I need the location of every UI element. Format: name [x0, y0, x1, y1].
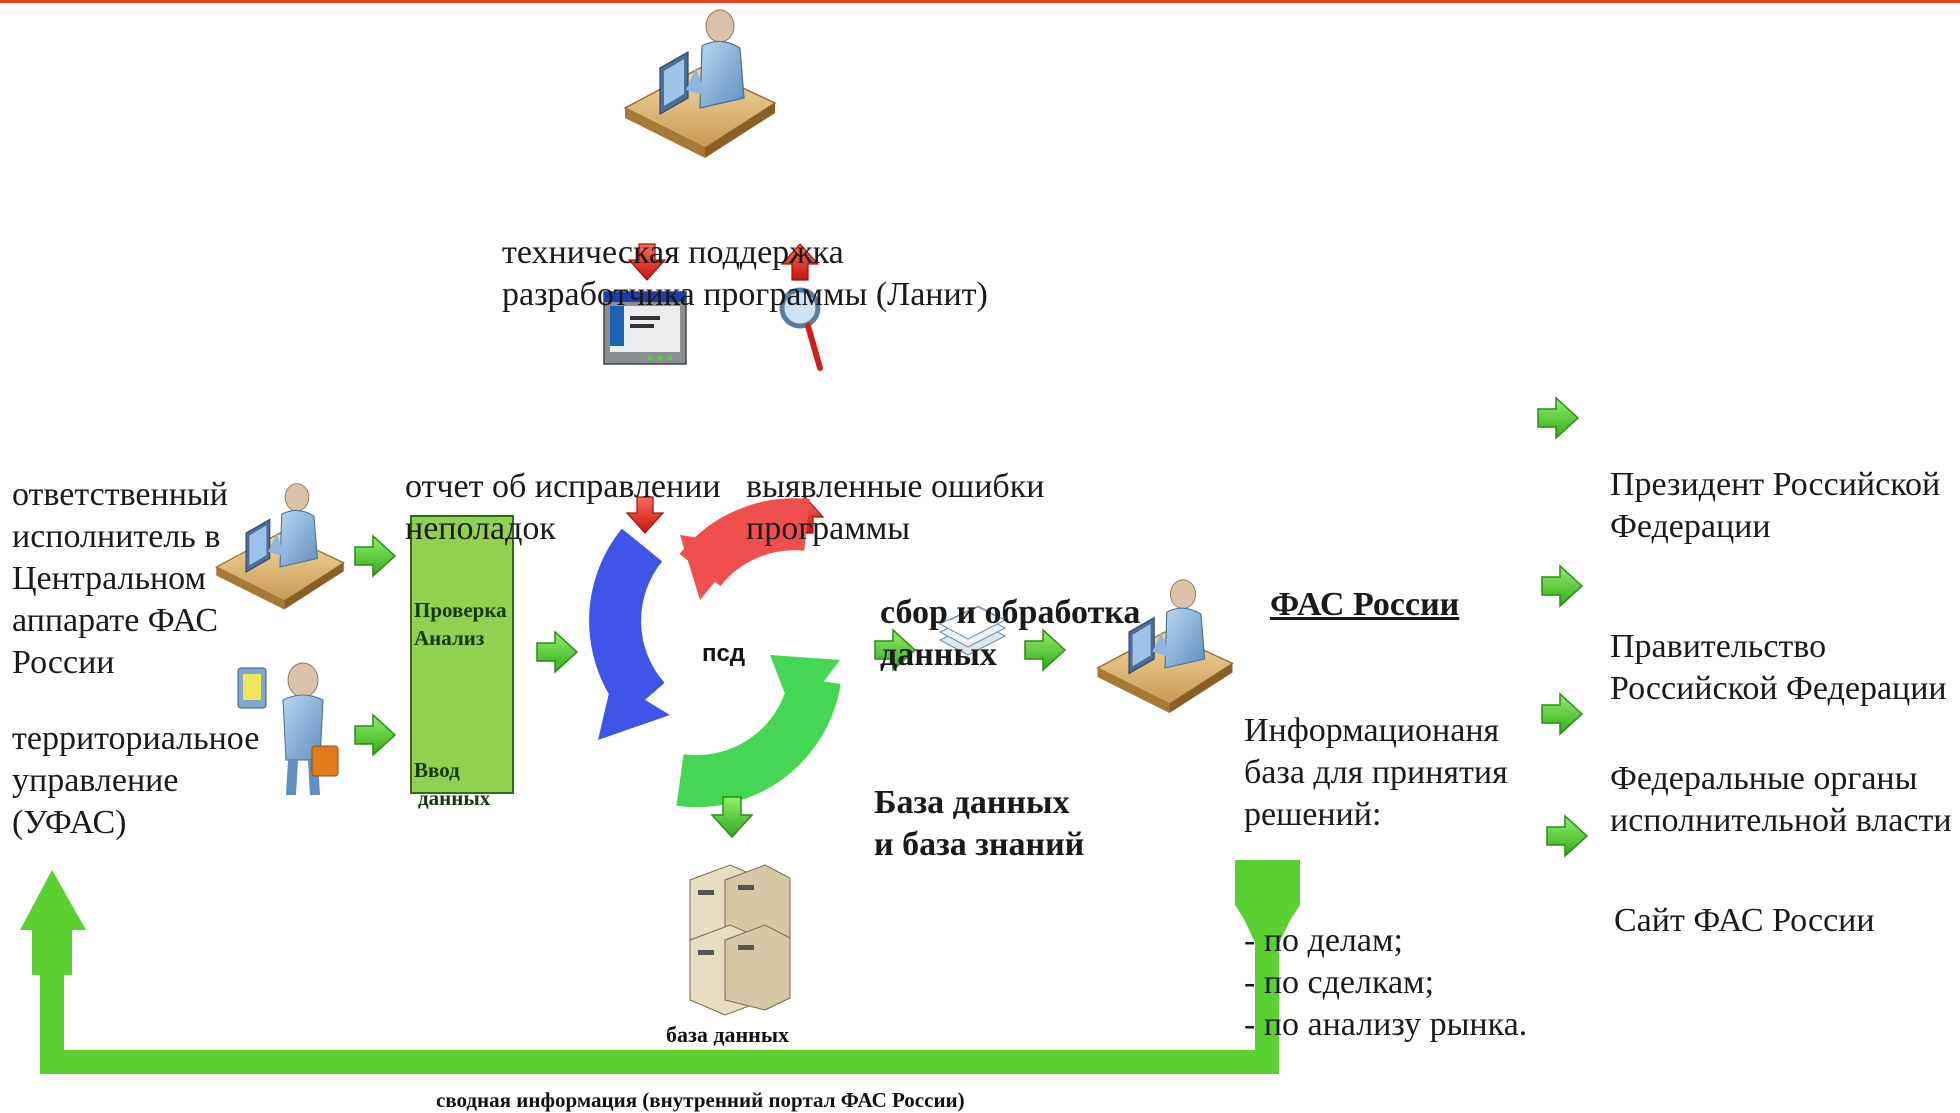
recipient-site: Сайт ФАС России: [1614, 902, 1875, 939]
magnifier-icon: [779, 287, 823, 371]
cycle-label: псд: [702, 640, 746, 667]
top-accent-bar: [0, 0, 1960, 3]
psd-cycle-icon: [589, 498, 841, 808]
support-person-icon: [624, 9, 776, 159]
footer-caption: сводная информация (внутренний портал ФА…: [436, 1088, 965, 1112]
territorial-person-icon: [237, 662, 339, 795]
documents-stack-icon: [938, 605, 1007, 656]
central-person-icon: [215, 483, 345, 611]
server-stack-icon: [689, 864, 791, 1016]
database-label: база данных: [666, 1022, 789, 1047]
monitor-report-icon: [603, 291, 687, 365]
check-input-box: [410, 515, 514, 794]
feedback-loop-arrow: [20, 860, 1300, 1074]
